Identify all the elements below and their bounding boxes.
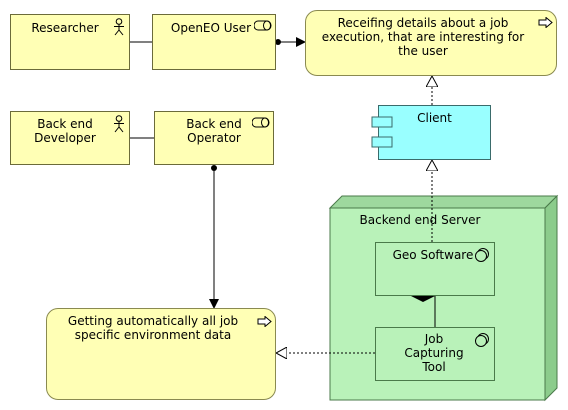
job-capturing-tool-label: Job Capturing Tool: [404, 332, 464, 374]
openeo-user-role[interactable]: OpenEO User: [152, 14, 276, 70]
component-icon: [371, 116, 393, 148]
backend-developer-label: Back end Developer: [34, 117, 96, 145]
backend-operator-label: Back end Operator: [186, 117, 242, 145]
client-label: Client: [417, 111, 452, 125]
geo-software-system[interactable]: Geo Software: [375, 242, 495, 296]
getting-env-data-service[interactable]: Getting automatically all job specific e…: [46, 308, 276, 400]
receiving-details-label: Receifing details about a job execution,…: [321, 16, 525, 58]
service-arrow-icon: [538, 17, 553, 28]
backend-developer-actor[interactable]: Back end Developer: [10, 111, 130, 165]
backend-server-label: Backend end Server: [359, 213, 481, 227]
getting-env-data-label: Getting automatically all job specific e…: [67, 314, 239, 342]
client-component[interactable]: Client: [378, 105, 491, 160]
job-capturing-tool-system[interactable]: Job Capturing Tool: [375, 327, 495, 381]
researcher-label: Researcher: [31, 21, 99, 35]
geo-software-label: Geo Software: [392, 248, 474, 262]
actor-icon: [114, 115, 124, 133]
role-icon: [252, 117, 270, 128]
receiving-details-service[interactable]: Receifing details about a job execution,…: [305, 10, 557, 76]
system-software-icon: [475, 333, 489, 347]
role-icon: [254, 20, 272, 31]
service-arrow-icon: [257, 316, 272, 327]
system-software-icon: [475, 248, 489, 262]
researcher-actor[interactable]: Researcher: [10, 14, 130, 70]
openeo-user-label: OpenEO User: [170, 21, 252, 35]
actor-icon: [114, 18, 124, 36]
backend-operator-role[interactable]: Back end Operator: [154, 111, 274, 165]
